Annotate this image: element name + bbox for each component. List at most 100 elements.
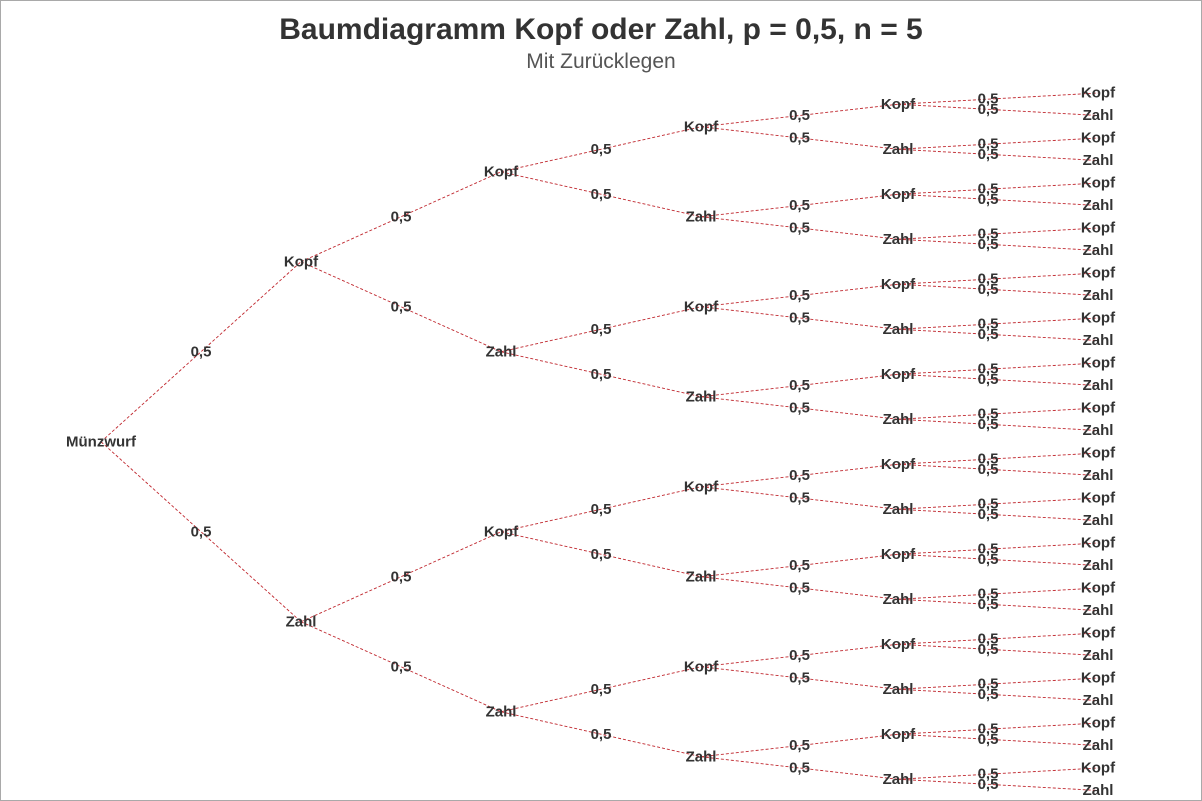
probability-label: 0,5 — [789, 220, 810, 237]
probability-label: 0,5 — [978, 721, 999, 738]
probability-label: 0,5 — [978, 91, 999, 108]
probability-label: 0,5 — [591, 681, 612, 698]
tree-node-label: Zahl — [686, 568, 717, 585]
tree-node-label: Zahl — [686, 748, 717, 765]
tree-edge — [897, 643, 1099, 656]
tree-edge — [300, 261, 502, 353]
tree-edge — [897, 92, 1099, 105]
tree-edge — [897, 193, 1099, 206]
tree-node-label: Zahl — [486, 703, 517, 720]
probability-label: 0,5 — [978, 146, 999, 163]
tree-edge — [300, 621, 502, 713]
tree-node-label: Kopf — [881, 186, 916, 203]
tree-edge — [897, 283, 1099, 296]
probability-label: 0,5 — [978, 596, 999, 613]
probability-label: 0,5 — [978, 101, 999, 118]
leaf-node-label: Kopf — [1081, 760, 1116, 777]
tree-node-label: Kopf — [881, 546, 916, 563]
tree-edge — [897, 733, 1099, 746]
tree-node-label: Kopf — [881, 456, 916, 473]
tree-node-label: Zahl — [686, 208, 717, 225]
tree-edge — [897, 407, 1099, 420]
probability-label: 0,5 — [978, 641, 999, 658]
tree-edge — [700, 126, 899, 150]
probability-label: 0,5 — [789, 130, 810, 147]
probability-label: 0,5 — [978, 731, 999, 748]
tree-edge — [700, 666, 899, 690]
probability-label: 0,5 — [591, 366, 612, 383]
probability-label: 0,5 — [978, 181, 999, 198]
probability-label: 0,5 — [391, 658, 412, 675]
tree-edge — [700, 373, 899, 398]
probability-label: 0,5 — [591, 546, 612, 563]
tree-edge — [500, 351, 702, 398]
tree-edge — [500, 531, 702, 578]
tree-edge — [897, 452, 1099, 465]
tree-edge — [897, 328, 1099, 341]
tree-node-label: Zahl — [883, 771, 914, 788]
probability-label: 0,5 — [978, 631, 999, 648]
probability-label: 0,5 — [978, 271, 999, 288]
probability-label: 0,5 — [591, 186, 612, 203]
probability-label: 0,5 — [978, 461, 999, 478]
tree-edge — [897, 677, 1099, 690]
probability-label: 0,5 — [978, 416, 999, 433]
leaf-node-label: Zahl — [1083, 197, 1114, 214]
tree-edge — [700, 283, 899, 308]
probability-label: 0,5 — [978, 236, 999, 253]
probability-label: 0,5 — [978, 541, 999, 558]
tree-node-label: Kopf — [284, 253, 319, 270]
leaf-node-label: Kopf — [1081, 400, 1116, 417]
tree-edge — [897, 103, 1099, 116]
tree-edge — [700, 553, 899, 578]
tree-edge — [500, 306, 702, 353]
tree-edge — [700, 463, 899, 488]
leaf-node-label: Zahl — [1083, 692, 1114, 709]
probability-label: 0,5 — [789, 400, 810, 417]
tree-edge — [500, 711, 702, 758]
tree-node-label: Zahl — [286, 613, 317, 630]
probability-label: 0,5 — [789, 310, 810, 327]
leaf-node-label: Kopf — [1081, 715, 1116, 732]
probability-label: 0,5 — [978, 406, 999, 423]
probability-label: 0,5 — [978, 191, 999, 208]
probability-label: 0,5 — [789, 580, 810, 597]
probability-label: 0,5 — [978, 496, 999, 513]
tree-edge — [700, 576, 899, 600]
leaf-node-label: Zahl — [1083, 242, 1114, 259]
tree-edge — [897, 317, 1099, 330]
tree-node-label: Zahl — [883, 231, 914, 248]
tree-node-label: Kopf — [881, 636, 916, 653]
tree-edge — [897, 497, 1099, 510]
probability-label: 0,5 — [789, 737, 810, 754]
tree-node-label: Kopf — [881, 96, 916, 113]
leaf-node-label: Zahl — [1083, 782, 1114, 799]
tree-node-label: Kopf — [484, 163, 519, 180]
leaf-node-label: Zahl — [1083, 107, 1114, 124]
tree-node-label: Kopf — [881, 276, 916, 293]
probability-label: 0,5 — [978, 776, 999, 793]
tree-edge — [700, 756, 899, 780]
tree-node-label: Zahl — [883, 681, 914, 698]
tree-edge — [500, 666, 702, 713]
tree-edge — [897, 148, 1099, 161]
tree-edge — [897, 587, 1099, 600]
leaf-node-label: Kopf — [1081, 265, 1116, 282]
leaf-node-label: Kopf — [1081, 220, 1116, 237]
tree-edge — [897, 767, 1099, 780]
tree-edge — [897, 553, 1099, 566]
tree-edge — [897, 542, 1099, 555]
tree-edge — [700, 103, 899, 128]
leaf-node-label: Kopf — [1081, 85, 1116, 102]
leaf-node-label: Kopf — [1081, 535, 1116, 552]
tree-node-label: Kopf — [684, 478, 719, 495]
leaf-node-label: Kopf — [1081, 355, 1116, 372]
leaf-node-label: Zahl — [1083, 512, 1114, 529]
probability-label: 0,5 — [591, 141, 612, 158]
tree-edge — [300, 171, 502, 263]
probability-label: 0,5 — [789, 467, 810, 484]
probability-label: 0,5 — [978, 361, 999, 378]
tree-node-label: Kopf — [684, 298, 719, 315]
leaf-node-label: Kopf — [1081, 130, 1116, 147]
tree-node-label: Kopf — [881, 366, 916, 383]
